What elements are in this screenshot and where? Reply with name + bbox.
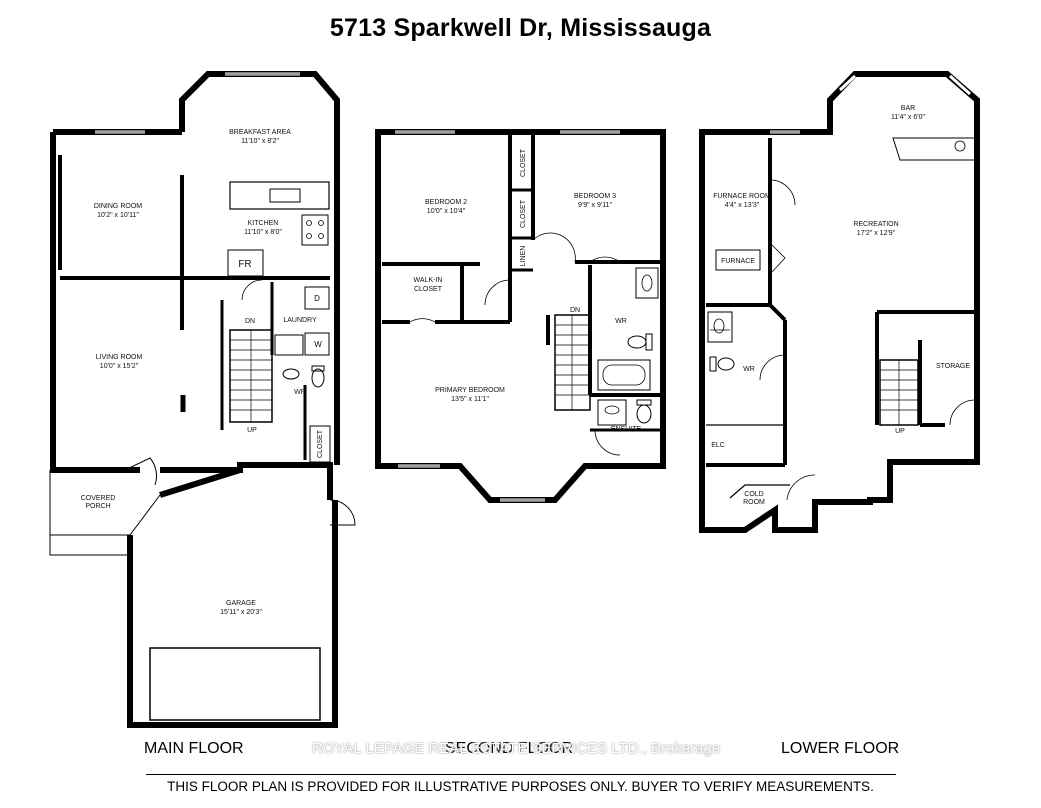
furnace-label: FURNACE xyxy=(721,258,755,265)
linen-label: LINEN xyxy=(520,246,527,267)
main-stairs-down: DN xyxy=(245,318,255,325)
bedroom-3-dim: 9'9" x 9'11" xyxy=(578,202,612,209)
bar-dim: 11'4" x 6'0" xyxy=(891,114,925,121)
second-wr-label: WR xyxy=(615,318,627,325)
dining-room-name: DINING ROOM xyxy=(94,203,142,210)
bedroom-2-name: BEDROOM 2 xyxy=(425,199,467,206)
disclaimer-text: THIS FLOOR PLAN IS PROVIDED FOR ILLUSTRA… xyxy=(167,779,874,794)
second-floor-exterior-wall xyxy=(375,129,666,503)
fridge-label: FR xyxy=(238,259,251,270)
walk-in-closet-line1: WALK-IN xyxy=(414,277,443,284)
main-floor-exterior-wall xyxy=(50,71,340,500)
recreation-name: RECREATION xyxy=(853,221,898,228)
main-stairs-up: UP xyxy=(247,427,257,434)
furnace-room-dim: 4'4" x 13'3" xyxy=(725,202,760,209)
page-title: 5713 Sparkwell Dr, Mississauga xyxy=(329,14,712,42)
main-floor-label: MAIN FLOOR xyxy=(144,740,244,757)
cold-room-line2: ROOM xyxy=(743,499,765,506)
washer-label: W xyxy=(314,340,322,349)
kitchen-name: KITCHEN xyxy=(248,220,279,227)
garage-dim: 15'11" x 20'3" xyxy=(220,609,262,616)
cold-room-line1: COLD xyxy=(744,491,763,498)
bedroom-3-name: BEDROOM 3 xyxy=(574,193,616,200)
breakfast-area-dim: 11'10" x 8'2" xyxy=(241,138,279,145)
lower-wr-label: WR xyxy=(743,366,755,373)
brokerage-watermark: ROYAL LEPAGE REAL ESTATE SERVICES LTD., … xyxy=(312,740,721,757)
walk-in-closet-line2: CLOSET xyxy=(414,286,443,293)
second-stairs-down: DN xyxy=(570,307,580,314)
kitchen-dim: 11'10" x 8'0" xyxy=(244,229,282,236)
primary-bedroom-dim: 13'5" x 11'1" xyxy=(451,396,489,403)
lower-stairs-up: UP xyxy=(895,428,905,435)
garage-name: GARAGE xyxy=(226,600,256,607)
breakfast-area-name: BREAKFAST AREA xyxy=(229,129,291,136)
closet-lower-label: CLOSET xyxy=(520,199,527,228)
recreation-dim: 17'2" x 12'9" xyxy=(857,230,896,237)
bar-name: BAR xyxy=(901,105,915,112)
covered-porch-line1: COVERED xyxy=(81,495,116,502)
disclaimer-divider xyxy=(146,774,896,775)
elc-label: ELC xyxy=(711,442,725,449)
closet-upper-label: CLOSET xyxy=(520,148,527,177)
main-floor-plan xyxy=(49,71,356,728)
lower-floor-plan xyxy=(699,71,980,533)
main-wr-label: WR xyxy=(294,389,306,396)
primary-bedroom-name: PRIMARY BEDROOM xyxy=(435,387,505,394)
second-floor-plan xyxy=(375,129,666,503)
ensuite-label: ENSUITE xyxy=(611,426,642,433)
lower-floor-exterior-wall xyxy=(699,71,980,533)
main-closet-label: CLOSET xyxy=(317,429,324,458)
dryer-label: D xyxy=(314,294,320,303)
laundry-label: LAUNDRY xyxy=(283,317,317,324)
dining-room-dim: 10'2" x 10'11" xyxy=(97,212,139,219)
second-floor-label: SECOND FLOOR xyxy=(445,740,574,757)
bedroom-2-dim: 10'0" x 10'4" xyxy=(427,208,466,215)
living-room-name: LIVING ROOM xyxy=(96,354,143,361)
storage-label: STORAGE xyxy=(936,363,970,370)
lower-floor-label: LOWER FLOOR xyxy=(781,740,900,757)
furnace-room-name: FURNACE ROOM xyxy=(713,193,771,200)
covered-porch-line2: PORCH xyxy=(85,503,110,510)
garage-wall xyxy=(127,500,338,728)
living-room-dim: 10'0" x 15'2" xyxy=(100,363,139,370)
